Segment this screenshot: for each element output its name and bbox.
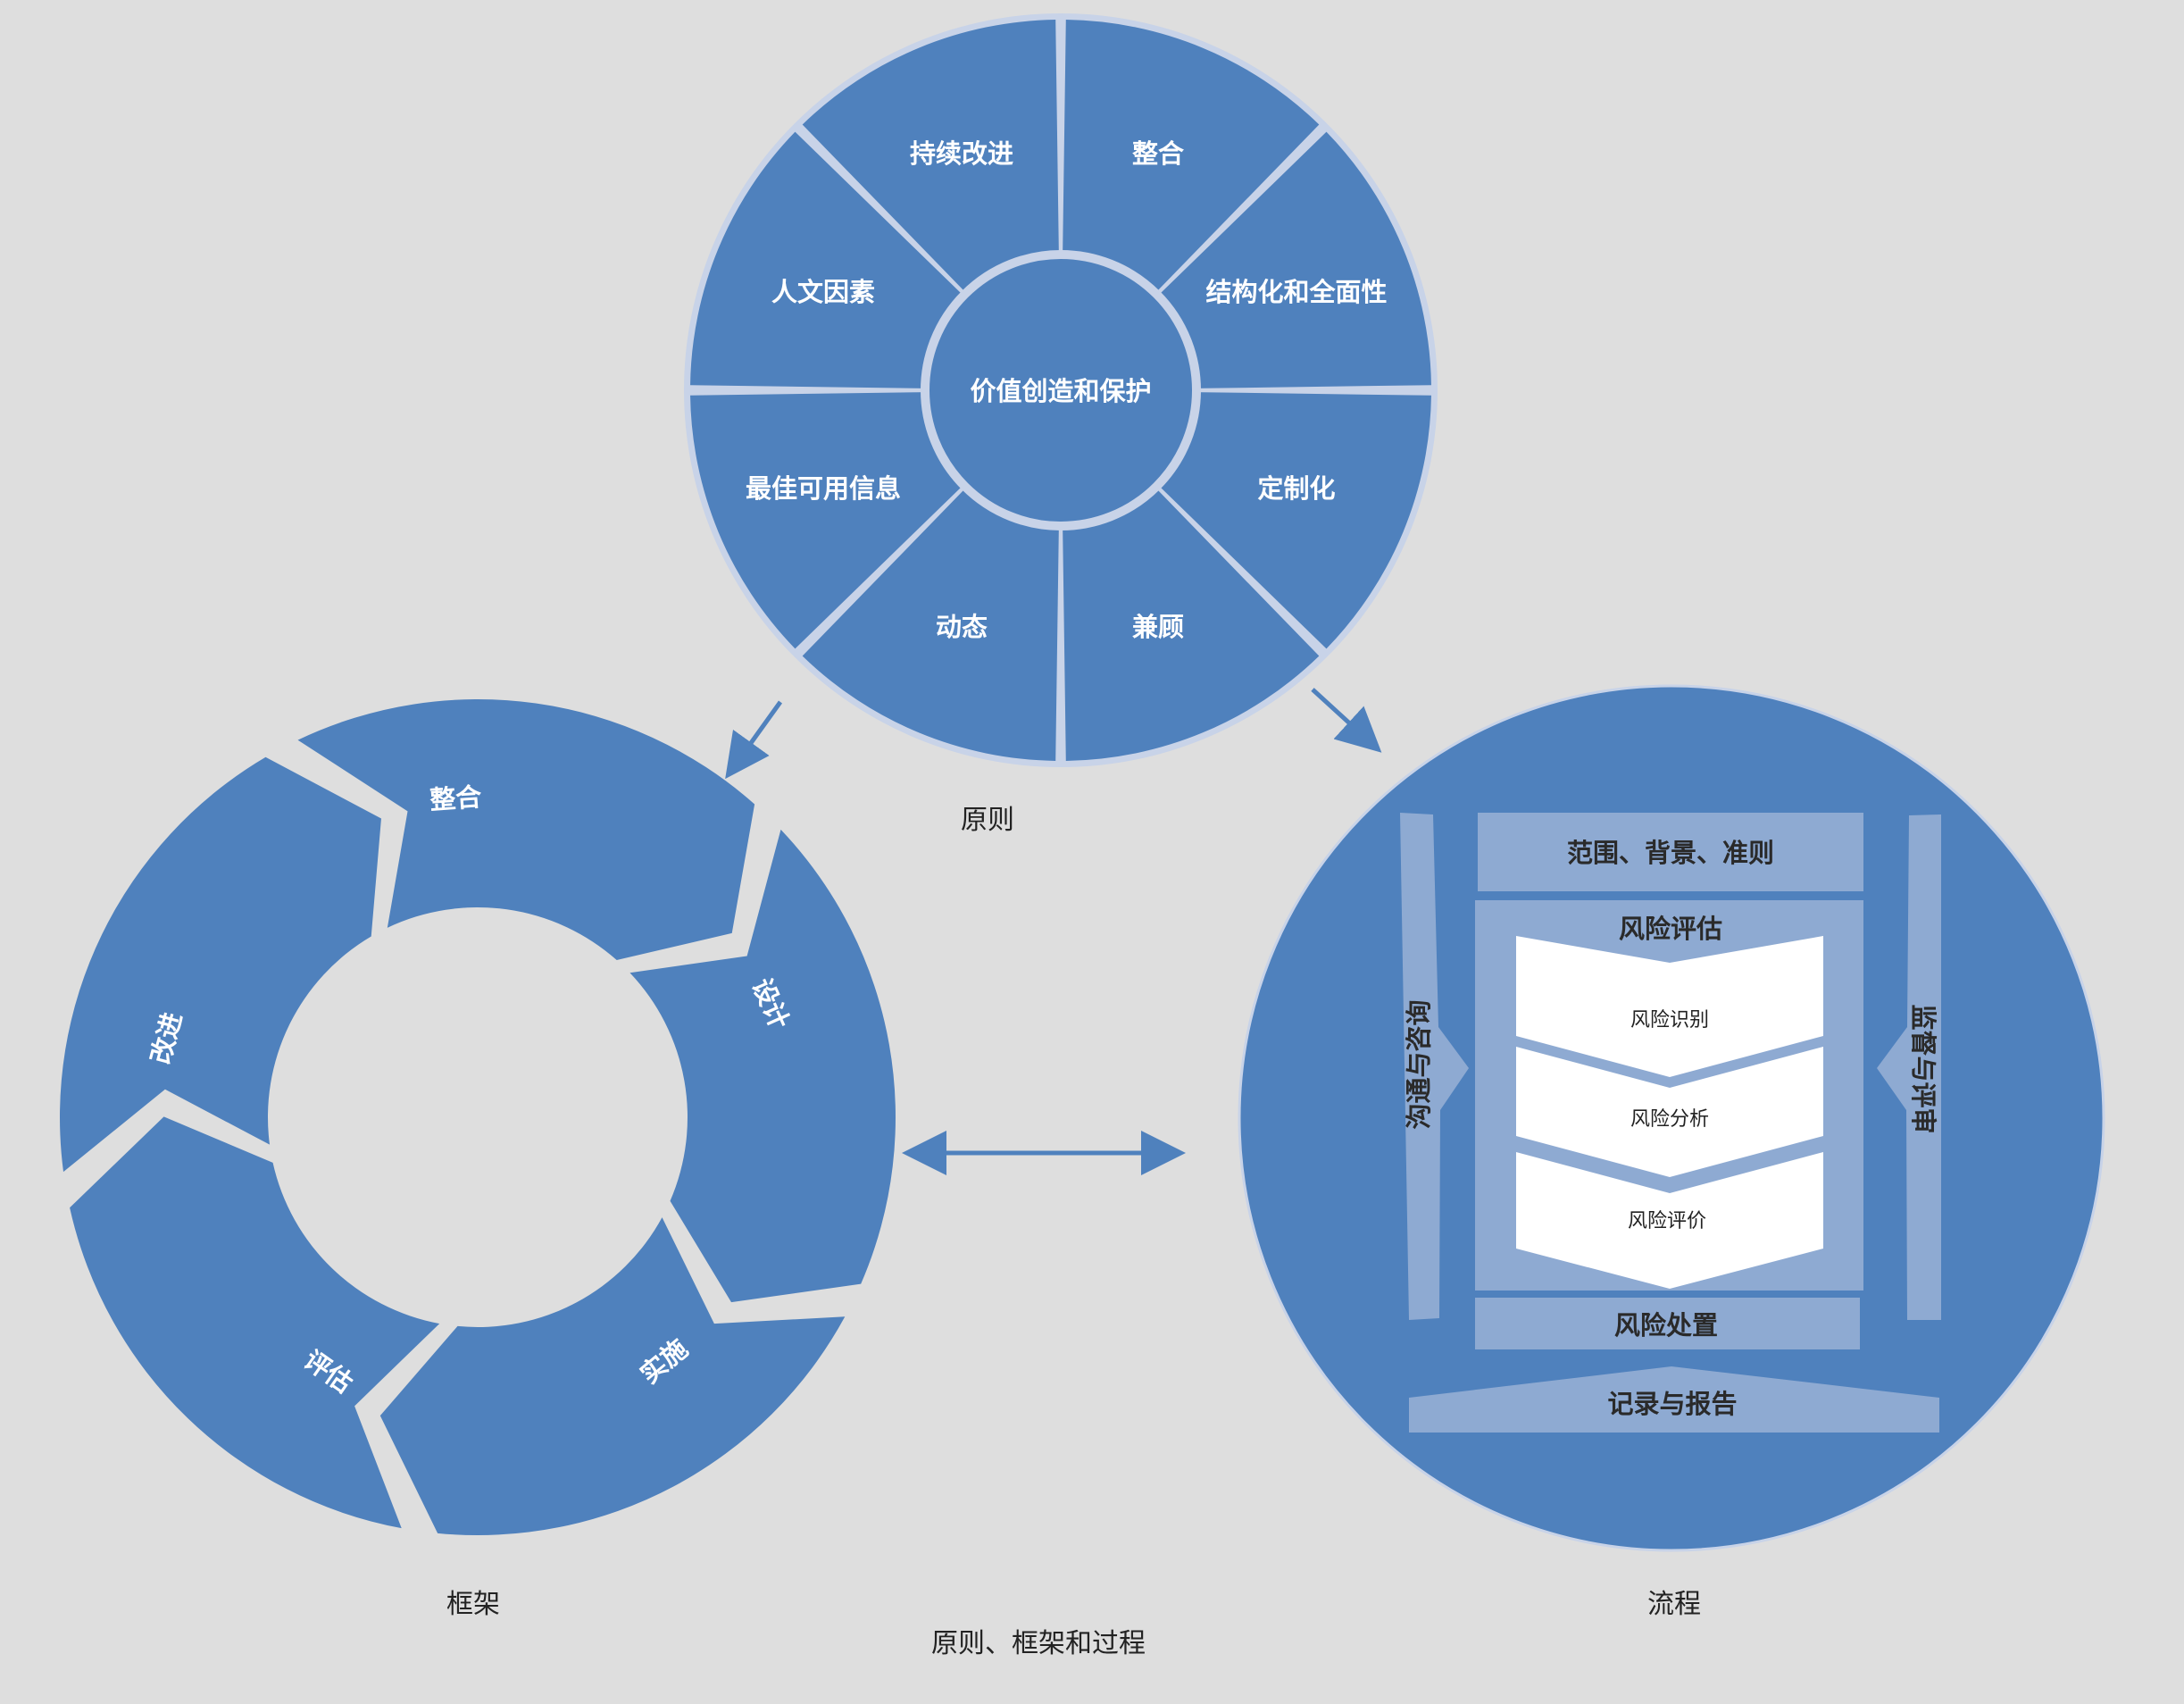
framework-cycle: 整合 设计 实施 评估 改进 xyxy=(60,699,896,1536)
principle-segment xyxy=(690,131,965,388)
principle-label-inclusive: 兼顾 xyxy=(1132,612,1184,642)
principle-label-dynamic: 动态 xyxy=(936,612,988,642)
principle-segment xyxy=(802,486,1059,761)
risk-treatment-box xyxy=(1475,1298,1860,1349)
process-caption: 流程 xyxy=(1647,1589,1701,1620)
scope-context-criteria-label: 范围、背景、准则 xyxy=(1567,838,1774,868)
principle-label-best-information: 最佳可用信息 xyxy=(746,473,901,504)
risk-identification-label: 风险识别 xyxy=(1630,1009,1709,1032)
risk-evaluation-label: 风险评价 xyxy=(1628,1210,1706,1232)
risk-assessment-title: 风险评估 xyxy=(1619,914,1722,944)
risk-analysis-chevron xyxy=(1516,1047,1823,1177)
principles-caption: 原则 xyxy=(961,805,1014,836)
principle-label-customized: 定制化 xyxy=(1257,473,1335,504)
scope-context-criteria-box xyxy=(1478,813,1863,891)
framework-segment xyxy=(297,699,755,960)
principles-center-circle xyxy=(921,250,1201,530)
framework-label-integration: 整合 xyxy=(429,781,482,815)
principle-segment xyxy=(1156,131,1431,388)
monitoring-review-bar xyxy=(1877,814,1941,1320)
principle-label-human-factors: 人文因素 xyxy=(771,277,875,307)
principles-wheel: 价值创造和保护 持续改进 整合 结构化和全面性 定制化 兼顾 动态 最佳可用信息… xyxy=(684,13,1438,767)
principles-center-label: 价值创造和保护 xyxy=(970,376,1151,406)
risk-treatment-label: 风险处置 xyxy=(1614,1310,1718,1341)
arrow-down-left-icon xyxy=(725,700,783,780)
framework-segment xyxy=(70,1116,440,1529)
principle-label-integrated: 整合 xyxy=(1132,138,1184,169)
framework-segment xyxy=(60,756,381,1173)
risk-evaluation-chevron xyxy=(1516,1152,1823,1289)
principle-label-continual-improvement: 持续改进 xyxy=(910,138,1013,169)
recording-reporting-label: 记录与报告 xyxy=(1607,1389,1737,1419)
principle-segment xyxy=(1156,392,1431,649)
principle-segment xyxy=(1063,20,1320,295)
principle-segment xyxy=(1063,486,1320,761)
communication-consultation-bar xyxy=(1400,813,1469,1320)
framework-segment xyxy=(379,1217,846,1536)
principle-label-structured: 结构化和全面性 xyxy=(1205,277,1387,307)
risk-identification-chevron xyxy=(1516,936,1823,1077)
diagram-footer: 原则、框架和过程 xyxy=(931,1628,1146,1659)
framework-caption: 框架 xyxy=(446,1589,500,1620)
monitoring-review-label: 监督与评审 xyxy=(1908,1004,1938,1133)
framework-segment xyxy=(629,829,896,1303)
communication-consultation-label: 沟通与咨询 xyxy=(1404,999,1434,1129)
risk-analysis-label: 风险分析 xyxy=(1630,1108,1709,1131)
recording-reporting-bar xyxy=(1409,1366,1939,1433)
principle-segment xyxy=(690,392,965,649)
process-diagram: 沟通与咨询 监督与评审 范围、背景、准则 风险评估 风险识别 风险分析 风险评价… xyxy=(1238,684,2105,1552)
arrow-down-right-icon xyxy=(1311,688,1382,753)
principle-segment xyxy=(802,20,1059,295)
